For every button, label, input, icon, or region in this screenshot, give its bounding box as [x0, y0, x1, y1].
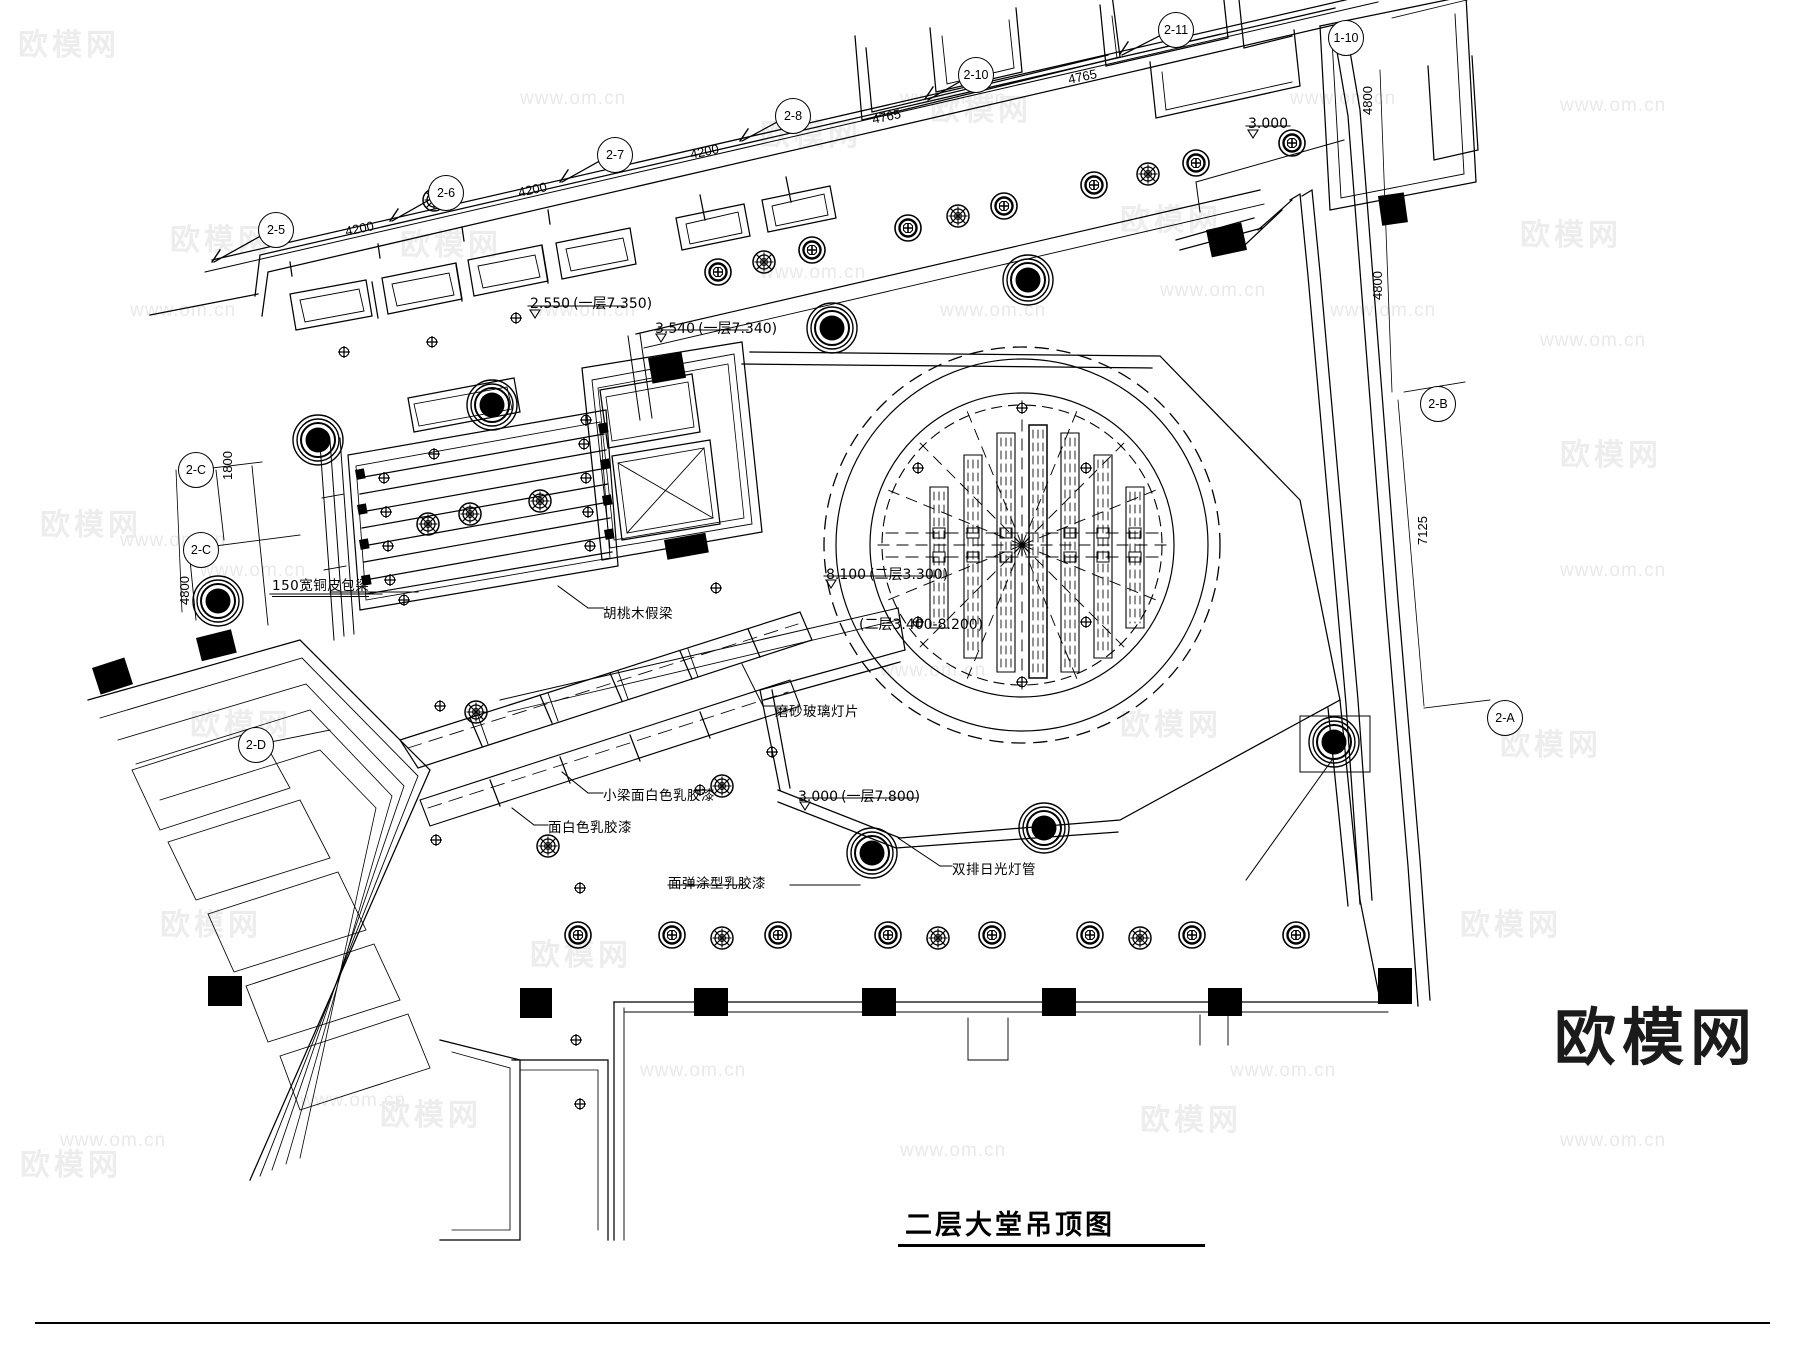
elevation-value: 3.000	[1248, 116, 1289, 132]
elevation-callout: 3.540(一层7.340)	[655, 322, 777, 336]
watermark-url: www.om.cn	[60, 1130, 167, 1151]
dimension-text: 4765	[870, 106, 903, 127]
watermark-url: www.om.cn	[640, 1060, 747, 1081]
elevation-value: 8.100	[826, 567, 867, 583]
watermark-logo: 欧模网	[1120, 204, 1222, 237]
watermark-logo: 欧模网	[20, 1149, 122, 1182]
watermark-logo: 欧模网	[18, 29, 120, 62]
watermark-logo: 欧模网	[160, 909, 262, 942]
watermark-url: www.om.cn	[130, 300, 237, 321]
annotation-label: 小梁面白色乳胶漆	[603, 788, 715, 804]
watermark-url: www.om.cn	[940, 300, 1047, 321]
site-logo-watermark: 欧模网	[1553, 1001, 1758, 1074]
dimension-text: 4200	[343, 218, 376, 239]
grid-bubble-label: 2-10	[963, 68, 989, 82]
grid-bubble-2-7[interactable]: 2-7	[597, 137, 633, 173]
dimension-text: 4800	[177, 576, 192, 605]
dimension-text: 4765	[1066, 66, 1099, 87]
grid-bubble-2-10[interactable]: 2-10	[958, 57, 994, 93]
watermark-logo: 欧模网	[1520, 219, 1622, 252]
grid-bubble-2-11[interactable]: 2-11	[1158, 12, 1194, 48]
elevation-note: (一层7.340)	[698, 321, 778, 337]
grid-bubble-label: 2-6	[436, 186, 456, 200]
elevation-value: 3.540	[655, 321, 696, 337]
elevation-note: (二层3.300)	[869, 567, 949, 583]
elevation-callout: (二层3.400-8.200)	[856, 618, 983, 632]
grid-bubble-label: 2-11	[1163, 23, 1189, 37]
elevation-callout: 2.550(一层7.350)	[530, 297, 652, 311]
grid-bubble-label: 2-7	[605, 148, 625, 162]
watermark-logo: 欧模网	[380, 1099, 482, 1132]
watermark-url: www.om.cn	[1330, 300, 1437, 321]
watermark-url: www.om.cn	[1560, 95, 1667, 116]
annotation-label: 面白色乳胶漆	[548, 820, 632, 836]
grid-bubble-label: 2-C	[185, 463, 207, 477]
elevation-callout: 3.000(一层7.800)	[798, 790, 920, 804]
elevation-callout: 3.000	[1248, 117, 1291, 131]
dimension-text: 4200	[516, 179, 549, 200]
dimension-text: 4800	[1370, 271, 1385, 300]
grid-bubble-label: 2-D	[245, 738, 267, 752]
elevation-note: (一层7.800)	[841, 789, 921, 805]
grid-bubble-2-5[interactable]: 2-5	[258, 212, 294, 248]
annotation-label: 150宽铜皮包梁	[272, 579, 370, 597]
light-fixtures	[192, 128, 1360, 1111]
watermark-url: www.om.cn	[1290, 88, 1397, 109]
watermark-url: www.om.cn	[900, 1140, 1007, 1161]
watermark-logo: 欧模网	[170, 224, 272, 257]
title-underline	[898, 1244, 1205, 1247]
sheet-border-bottom	[35, 1322, 1770, 1324]
grid-bubble-2-6[interactable]: 2-6	[428, 175, 464, 211]
grid-bubble-2-8[interactable]: 2-8	[775, 98, 811, 134]
elevation-value: 2.550	[530, 296, 571, 312]
watermark-logo: 欧模网	[1560, 439, 1662, 472]
watermark-url: www.om.cn	[1540, 330, 1647, 351]
watermark-url: www.om.cn	[1230, 1060, 1337, 1081]
grid-bubble-label: 2-A	[1495, 711, 1515, 725]
grid-bubble-label: 2-8	[783, 109, 803, 123]
watermark-url: www.om.cn	[880, 660, 987, 681]
elevation-note: (一层7.350)	[573, 296, 653, 312]
watermark-url: www.om.cn	[1560, 560, 1667, 581]
annotation-label: 胡桃木假梁	[603, 606, 673, 622]
grid-bubble-2-d[interactable]: 2-D	[238, 727, 274, 763]
watermark-url: www.om.cn	[760, 262, 867, 283]
dimension-text: 4800	[1360, 86, 1375, 115]
watermark-logo: 欧模网	[1120, 709, 1222, 742]
watermark-url: www.om.cn	[520, 88, 627, 109]
annotation-label: 面弹涂型乳胶漆	[668, 876, 766, 892]
watermark-url: www.om.cn	[1160, 280, 1267, 301]
grid-bubble-2-c[interactable]: 2-C	[183, 532, 219, 568]
elevation-callout: 8.100(二层3.300)	[826, 568, 948, 582]
grid-bubble-2-b[interactable]: 2-B	[1420, 386, 1456, 422]
watermark-logo: 欧模网	[1140, 1104, 1242, 1137]
drawing-title: 二层大堂吊顶图	[905, 1210, 1115, 1241]
watermark-url: www.om.cn	[1560, 1130, 1667, 1151]
watermark-url: www.om.cn	[300, 1090, 407, 1111]
elevation-value: 3.000	[798, 789, 839, 805]
dimension-text: 7125	[1415, 516, 1430, 545]
watermark-logo: 欧模网	[40, 509, 142, 542]
grid-bubble-2-c[interactable]: 2-C	[178, 452, 214, 488]
watermark-logo: 欧模网	[530, 939, 632, 972]
dimension-text: 4200	[688, 141, 721, 162]
solid-columns	[92, 192, 1412, 1018]
grid-bubble-label: 2-5	[266, 223, 286, 237]
grid-bubble-label: 2-B	[1428, 397, 1448, 411]
grid-bubble-1-10[interactable]: 1-10	[1328, 20, 1364, 56]
grid-bubble-label: 2-C	[190, 543, 212, 557]
dimension-text: 1800	[220, 451, 235, 480]
grid-bubble-2-a[interactable]: 2-A	[1487, 700, 1523, 736]
watermark-logo: 欧模网	[1460, 909, 1562, 942]
grid-bubble-label: 1-10	[1333, 31, 1359, 45]
annotation-label: 磨砂玻璃灯片	[775, 704, 859, 720]
elevation-note: (二层3.400-8.200)	[859, 617, 984, 633]
watermark-logo: 欧模网	[400, 229, 502, 262]
watermark-url: www.om.cn	[900, 88, 1007, 109]
annotation-label: 双排日光灯管	[952, 862, 1036, 878]
